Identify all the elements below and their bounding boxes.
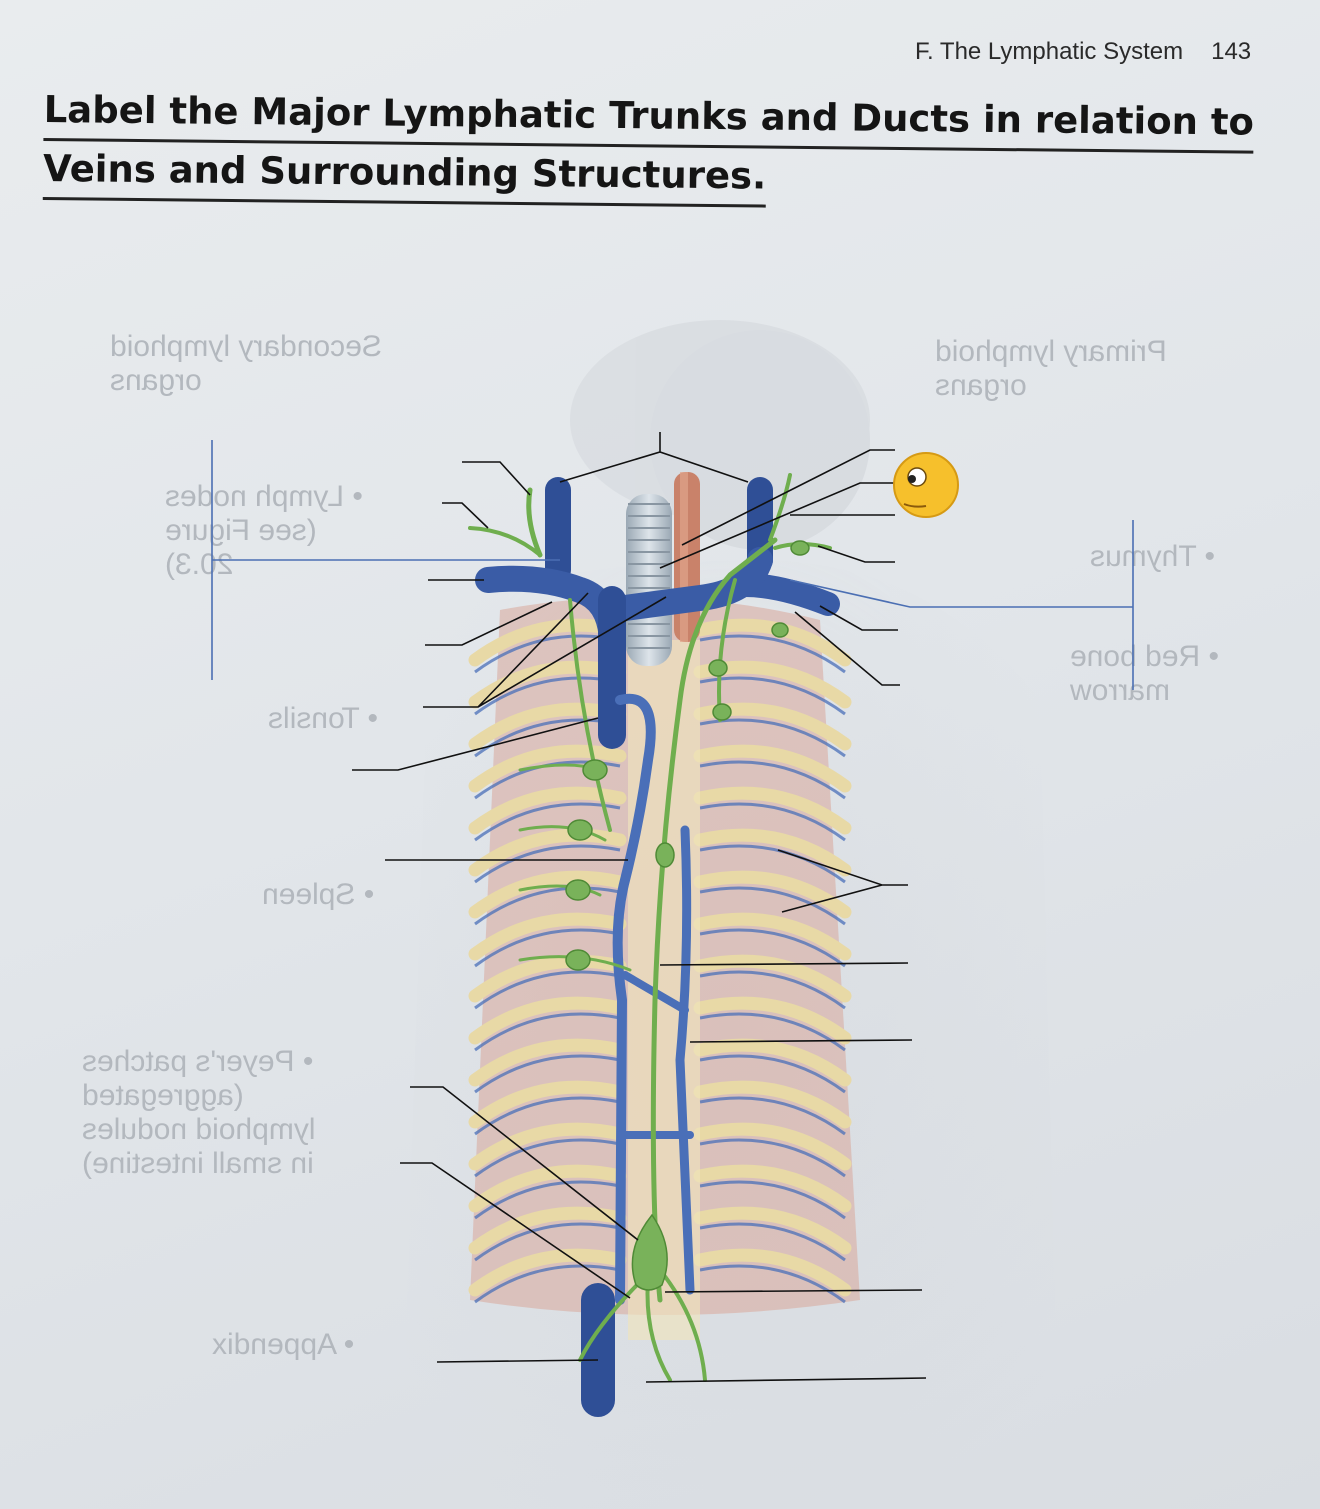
bleed-brackets <box>211 440 1134 690</box>
leader-left-5 <box>423 592 667 708</box>
lymph-node <box>655 842 675 868</box>
left-jugular-trunk <box>768 473 792 542</box>
bleed-bracket-left <box>211 440 560 680</box>
intercostal-lymphatics <box>518 763 632 972</box>
lymph-node <box>582 759 608 781</box>
leader-right-6 <box>794 611 900 686</box>
intercostal-vein <box>699 718 846 758</box>
page-number: 143 <box>1211 38 1252 65</box>
intercostal-vein <box>699 1096 846 1136</box>
left-brachiocephalic-vein <box>612 547 773 621</box>
leader-left-1 <box>462 461 531 496</box>
intercostal-vein <box>699 1264 846 1304</box>
leader-left-6 <box>352 717 599 771</box>
thoracic-duct <box>650 537 778 1303</box>
leader-left-8 <box>410 1086 639 1241</box>
rib <box>693 870 852 919</box>
intercostal-vein <box>474 928 621 968</box>
intercostal-vein <box>699 1012 846 1052</box>
rib <box>468 996 627 1045</box>
rib <box>468 1080 627 1129</box>
rib <box>468 1164 627 1213</box>
lymph-node <box>567 819 593 841</box>
intercostal-vein <box>474 1138 621 1178</box>
leader-left-2 <box>442 502 489 529</box>
leader-right-11 <box>645 1377 927 1383</box>
right-bronchomediastinal-trunk <box>568 598 612 832</box>
rib <box>693 828 852 877</box>
lymph-node <box>708 659 728 677</box>
rib <box>468 744 627 793</box>
section-title: F. The Lymphatic System <box>915 38 1184 65</box>
rib <box>693 1248 852 1297</box>
intercostal-vein <box>474 1054 621 1094</box>
leader-left-10 <box>436 1359 599 1363</box>
intercostal-vein <box>699 970 846 1010</box>
leader-right-2 <box>659 482 895 569</box>
leader-left-9 <box>400 1162 631 1299</box>
intercostal-vein <box>474 1222 621 1262</box>
bleed-bracket-right <box>789 520 1134 690</box>
rib <box>693 1080 852 1129</box>
lymph-node <box>712 703 732 721</box>
rib <box>693 1038 852 1087</box>
rib <box>468 912 627 961</box>
rib <box>693 1122 852 1171</box>
intercostal-vein <box>699 886 846 926</box>
leader-right-1 <box>681 449 895 546</box>
intercostal-vein <box>699 1222 846 1262</box>
intercostal-vein <box>474 1264 621 1304</box>
rib <box>693 1206 852 1255</box>
rib <box>468 1248 627 1297</box>
leader-jugular-trunks <box>559 432 749 483</box>
page-header: F. The Lymphatic System 143 <box>915 38 1251 66</box>
cisterna-chyli <box>631 1213 668 1291</box>
leader-right-8 <box>659 962 909 966</box>
lymph-nodes <box>565 540 810 1291</box>
trachea <box>626 494 672 666</box>
right-lymphatic-duct <box>526 487 543 558</box>
intercostal-vein <box>699 760 846 800</box>
intercostal-vein <box>474 1012 621 1052</box>
rib <box>468 1206 627 1255</box>
intercostal-vein <box>474 1180 621 1220</box>
rib <box>468 1038 627 1087</box>
rib <box>693 786 852 835</box>
intercostal-vein <box>699 1138 846 1178</box>
intercostal-vein <box>699 1054 846 1094</box>
intercostal-vein <box>699 928 846 968</box>
rib <box>468 1122 627 1171</box>
rib <box>468 954 627 1003</box>
leader-left-4 <box>425 601 553 646</box>
rib <box>693 912 852 961</box>
lymph-node <box>565 879 591 901</box>
intercostal-vein <box>699 802 846 842</box>
rib <box>468 870 627 919</box>
leader-right-4 <box>817 545 895 563</box>
label-leader-lines <box>352 432 927 1383</box>
intercostal-vein <box>474 886 621 926</box>
leader-right-9 <box>689 1039 913 1043</box>
hemiazygos-vein <box>675 825 695 1295</box>
intercostal-vein <box>699 634 846 674</box>
leader-right-5 <box>819 605 898 631</box>
lymph-node <box>790 540 810 556</box>
intercostal-vein <box>699 844 846 884</box>
azygos-vein <box>612 693 656 1305</box>
rib <box>693 744 852 793</box>
intercostal-vein <box>474 844 621 884</box>
leader-right-10 <box>664 1289 923 1293</box>
right-trunk <box>468 526 542 557</box>
lymph-node <box>565 949 591 971</box>
intercostal-vein <box>474 970 621 1010</box>
rib <box>693 996 852 1045</box>
leader-right-7 <box>777 849 908 913</box>
lymph-node <box>771 622 789 638</box>
rib <box>693 1164 852 1213</box>
intercostal-vein <box>699 1180 846 1220</box>
eyes-emoji-sticker <box>893 452 959 518</box>
